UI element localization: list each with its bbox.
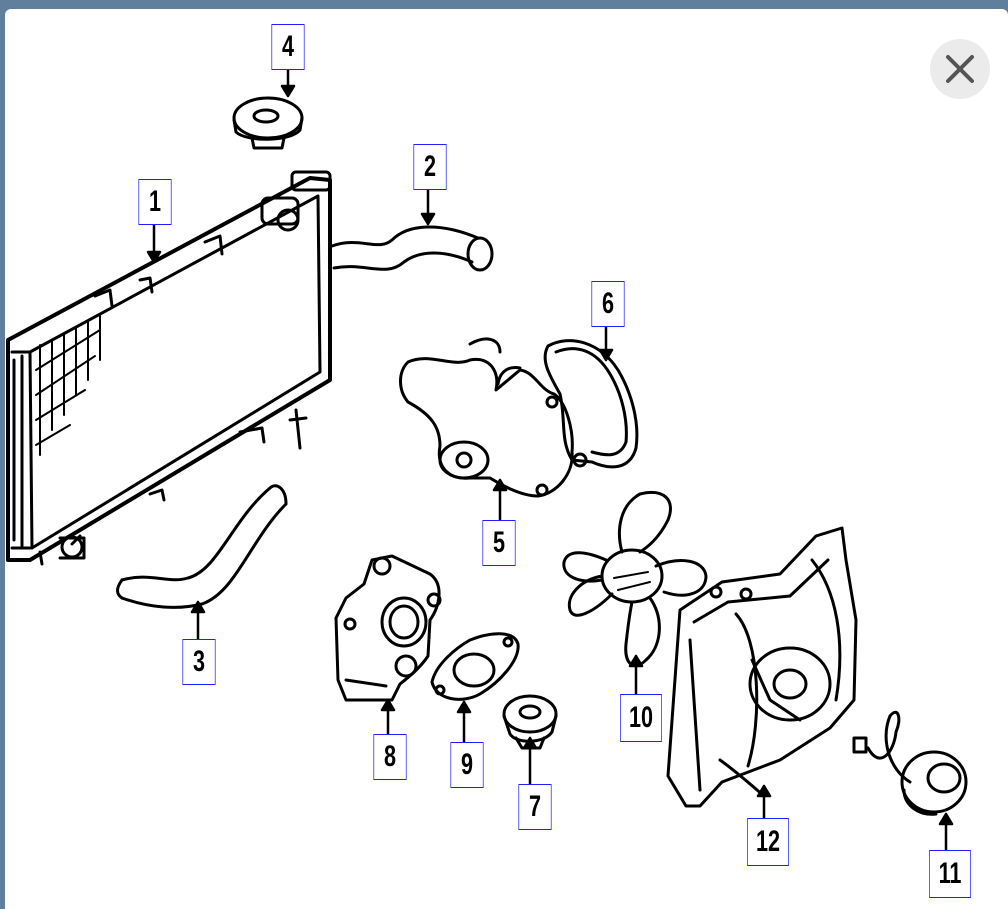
housing-gasket-part (430, 632, 520, 701)
water-pump-part (399, 337, 588, 498)
callout-11: 11 (929, 850, 971, 898)
lightbox-window: 1 2 3 4 5 6 7 8 9 10 11 12 (5, 9, 1008, 909)
callout-6: 6 (591, 281, 625, 327)
radiator-cap-part (232, 96, 304, 150)
thermostat-housing-part (334, 554, 442, 702)
callout-5: 5 (482, 520, 516, 566)
fan-shroud-part (666, 526, 858, 808)
fan-motor-part (852, 710, 968, 816)
callout-2: 2 (413, 144, 447, 190)
cooling-system-diagram (6, 66, 968, 854)
callout-10: 10 (620, 694, 662, 742)
leader-lines (146, 66, 954, 854)
callout-7: 7 (518, 784, 552, 830)
callout-12: 12 (747, 818, 789, 866)
callout-4: 4 (271, 24, 305, 70)
callout-1: 1 (138, 179, 172, 225)
gasket-part (543, 339, 639, 469)
close-icon (946, 55, 974, 83)
radiator-part (6, 170, 332, 566)
lower-hose-part (116, 484, 288, 609)
callout-8: 8 (373, 734, 407, 780)
fan-blade-part (562, 491, 708, 667)
upper-hose-part (330, 225, 494, 272)
callout-9: 9 (450, 742, 484, 788)
close-button[interactable] (930, 39, 990, 99)
callout-3: 3 (182, 639, 216, 685)
